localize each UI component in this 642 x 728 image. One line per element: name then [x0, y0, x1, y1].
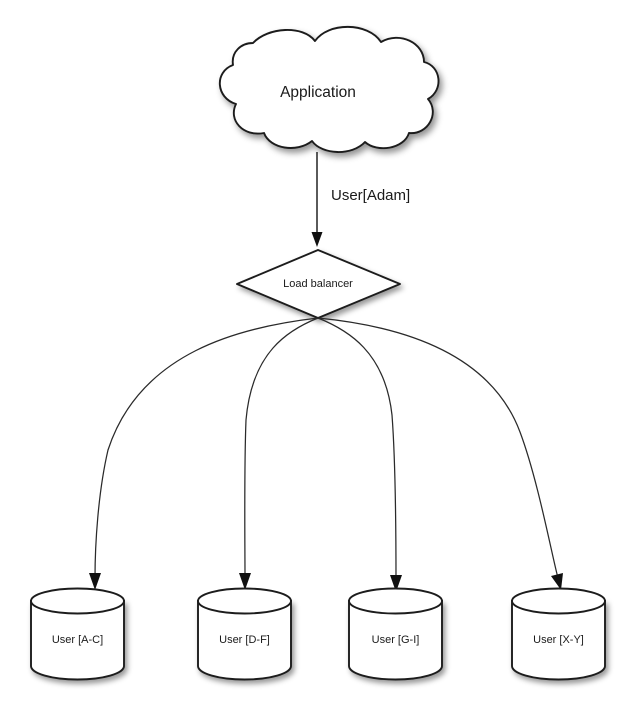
edge-app-to-balancer: User[Adam] [311, 152, 410, 247]
edge-app-balancer-arrowhead [311, 232, 323, 247]
cylinder-body-3 [348, 600, 443, 681]
cylinder-body-4 [511, 600, 606, 681]
database-cylinder-4[interactable]: User [X-Y] [511, 587, 606, 681]
database-label-4: User [X-Y] [533, 634, 584, 646]
cloud-label: Application [280, 84, 356, 101]
edge-fanout-group [89, 317, 563, 592]
database-label-3: User [G-I] [372, 634, 420, 646]
load-balancer-label: Load balancer [283, 278, 353, 290]
edge-balancer-to-db-4 [317, 317, 559, 579]
node-application[interactable]: Application [218, 25, 440, 153]
database-label-2: User [D-F] [219, 634, 270, 646]
database-cylinder-1[interactable]: User [A-C] [30, 587, 125, 681]
database-label-1: User [A-C] [52, 634, 103, 646]
edge-balancer-to-db-2-arrowhead [239, 573, 251, 590]
cylinder-top-2 [197, 587, 292, 615]
edge-app-balancer-label: User[Adam] [331, 187, 410, 204]
edge-balancer-to-db-1 [94, 317, 319, 579]
cylinder-top-3 [348, 587, 443, 615]
cylinder-top-1 [30, 587, 125, 615]
database-cylinder-3[interactable]: User [G-I] [348, 587, 443, 681]
edge-balancer-to-db-4-arrowhead [551, 573, 563, 590]
database-cylinder-2[interactable]: User [D-F] [197, 587, 292, 681]
cylinder-top-4 [511, 587, 606, 615]
edge-balancer-to-db-2 [244, 317, 319, 579]
edge-balancer-to-db-3 [317, 317, 397, 581]
edge-balancer-to-db-1-arrowhead [89, 573, 101, 590]
node-load-balancer[interactable]: Load balancer [236, 249, 401, 319]
cloud-shape [218, 25, 440, 153]
cylinder-body-1 [30, 600, 125, 681]
edge-balancer-to-db-3-arrowhead [390, 575, 402, 592]
cylinder-body-2 [197, 600, 292, 681]
